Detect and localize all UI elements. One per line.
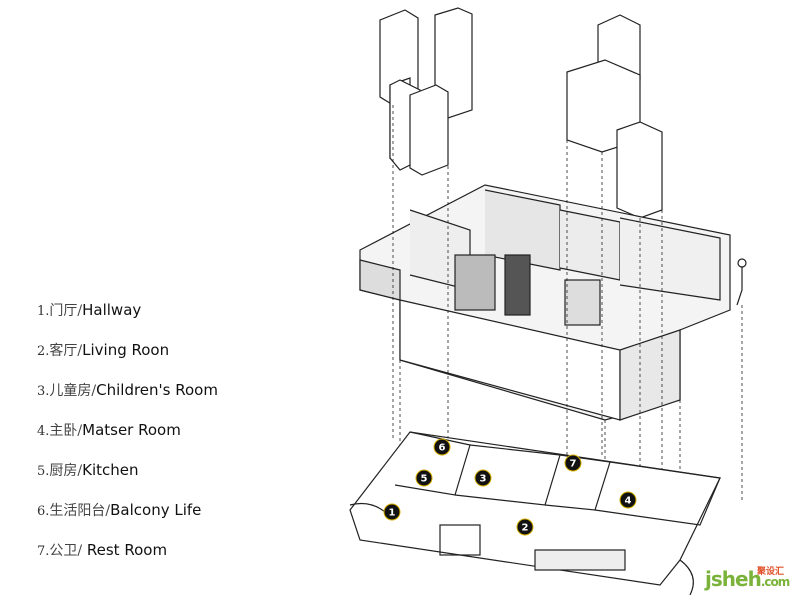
legend-num: 2.	[37, 344, 50, 359]
marker-circle	[415, 469, 433, 487]
legend-num: 7.	[37, 544, 50, 559]
house-3d-model	[359, 184, 731, 421]
legend-en: Balcony Life	[110, 501, 202, 519]
legend-en: Matser Room	[82, 421, 181, 439]
legend-cn: 厨房/	[49, 463, 83, 479]
legend-cn: 生活阳台/	[49, 503, 111, 519]
marker-circle	[619, 491, 637, 509]
legend-en: Kitchen	[82, 461, 139, 479]
marker-circle	[564, 454, 582, 472]
watermark-suffix: .com	[760, 575, 790, 589]
legend-num: 1.	[37, 304, 50, 319]
legend-item: 5.厨房/Kitchen	[37, 460, 218, 500]
marker-number: 6	[439, 443, 446, 454]
marker-number: 4	[625, 496, 632, 507]
legend-num: 5.	[37, 464, 50, 479]
cabinet-group-right	[566, 14, 663, 219]
watermark-logo: jsheh.com 聚设汇	[705, 567, 790, 591]
room-marker-7: 7	[564, 454, 582, 472]
legend-cn: 门厅/	[49, 303, 83, 319]
legend-item: 1.门厅/Hallway	[37, 300, 218, 340]
legend-item: 2.客厅/Living Roon	[37, 340, 218, 380]
legend-cn: 公卫/	[49, 543, 83, 559]
marker-number: 7	[570, 459, 577, 470]
legend-item: 7.公卫/ Rest Room	[37, 540, 218, 580]
legend-en: Hallway	[82, 301, 142, 319]
watermark-main: jsheh	[705, 567, 762, 591]
legend-num: 6.	[37, 504, 50, 519]
marker-number: 1	[389, 508, 396, 519]
room-marker-4: 4	[619, 491, 637, 509]
floor-plan	[349, 431, 721, 596]
room-marker-5: 5	[415, 469, 433, 487]
legend-item: 6.生活阳台/Balcony Life	[37, 500, 218, 540]
room-marker-2: 2	[516, 518, 534, 536]
legend-cn: 客厅/	[49, 343, 83, 359]
room-marker-6: 6	[433, 438, 451, 456]
legend-en: Children's Room	[96, 381, 218, 399]
marker-number: 2	[522, 523, 529, 534]
legend-num: 4.	[37, 424, 50, 439]
marker-number: 3	[480, 474, 487, 485]
legend-num: 3.	[37, 384, 50, 399]
marker-circle	[433, 438, 451, 456]
legend-en: Rest Room	[82, 541, 168, 559]
projection-lines	[392, 105, 743, 530]
watermark-cn: 聚设汇	[757, 567, 785, 577]
legend-item: 3.儿童房/Children's Room	[37, 380, 218, 420]
cabinet-group-left	[379, 7, 473, 176]
legend-item: 4.主卧/Matser Room	[37, 420, 218, 460]
room-marker-1: 1	[383, 503, 401, 521]
marker-number: 5	[421, 474, 428, 485]
marker-circle	[474, 469, 492, 487]
legend-cn: 主卧/	[49, 423, 83, 439]
marker-circle	[383, 503, 401, 521]
human-figure	[736, 258, 747, 306]
legend-cn: 儿童房/	[49, 383, 97, 399]
room-marker-3: 3	[474, 469, 492, 487]
marker-circle	[516, 518, 534, 536]
room-markers: 1 2 3 4 5 6 7	[383, 438, 637, 536]
legend-en: Living Roon	[82, 341, 170, 359]
